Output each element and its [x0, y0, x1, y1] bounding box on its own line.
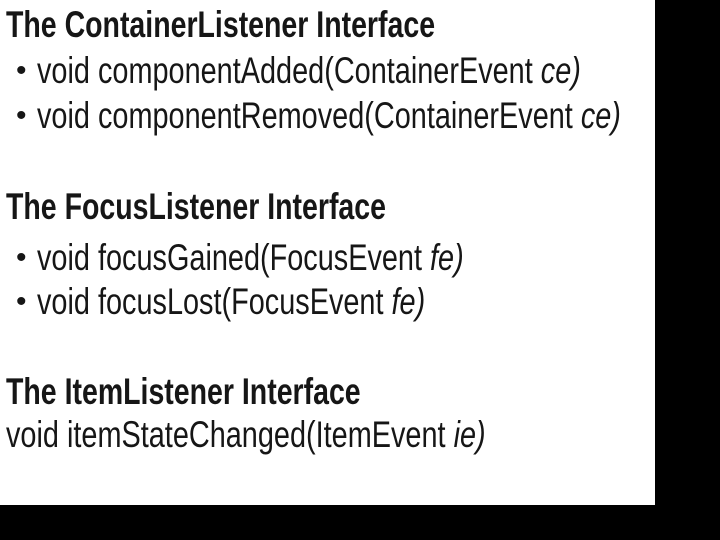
heading-text: The ContainerListener Interface: [6, 4, 436, 45]
signature-text: void focusGained(FocusEvent: [37, 237, 431, 278]
param-name-italic: fe): [391, 281, 426, 322]
param-name-italic: ce): [540, 50, 581, 91]
method-item-itemstatechanged: void itemStateChanged(ItemEvent ie): [0, 412, 655, 457]
method-item-focuslost: • void focusLost(FocusEvent fe): [0, 279, 655, 324]
letterbox-right-bar: [655, 0, 720, 540]
section-heading-containerlistener: The ContainerListener Interface: [0, 2, 655, 47]
heading-text: The ItemListener Interface: [6, 371, 361, 412]
bullet-icon: •: [16, 54, 27, 87]
bullet-icon: •: [16, 285, 27, 318]
param-name-italic: ce): [580, 95, 621, 136]
signature-text: void itemStateChanged(ItemEvent: [6, 414, 454, 455]
slide-content: The ContainerListener Interface • void c…: [0, 0, 655, 505]
method-item-focusgained: • void focusGained(FocusEvent fe): [0, 235, 655, 280]
method-item-componentadded: • void componentAdded(ContainerEvent ce): [0, 48, 655, 93]
letterbox-bottom-bar: [0, 505, 720, 540]
signature-text: void focusLost(FocusEvent: [37, 281, 392, 322]
method-signature: void focusLost(FocusEvent fe): [37, 279, 425, 324]
method-item-componentremoved: • void componentRemoved(ContainerEvent c…: [0, 93, 655, 138]
method-signature: void itemStateChanged(ItemEvent ie): [6, 412, 486, 457]
method-signature: void componentAdded(ContainerEvent ce): [37, 48, 581, 93]
method-signature: void componentRemoved(ContainerEvent ce): [37, 93, 621, 138]
heading-text: The FocusListener Interface: [6, 186, 386, 227]
section-heading-itemlistener: The ItemListener Interface: [0, 369, 655, 414]
param-name-italic: fe): [430, 237, 464, 278]
signature-text: void componentRemoved(ContainerEvent: [37, 95, 581, 136]
method-signature: void focusGained(FocusEvent fe): [37, 235, 464, 280]
section-heading-focuslistener: The FocusListener Interface: [0, 184, 655, 229]
param-name-italic: ie): [453, 414, 486, 455]
bullet-icon: •: [16, 241, 27, 274]
bullet-icon: •: [16, 99, 27, 132]
signature-text: void componentAdded(ContainerEvent: [37, 50, 541, 91]
